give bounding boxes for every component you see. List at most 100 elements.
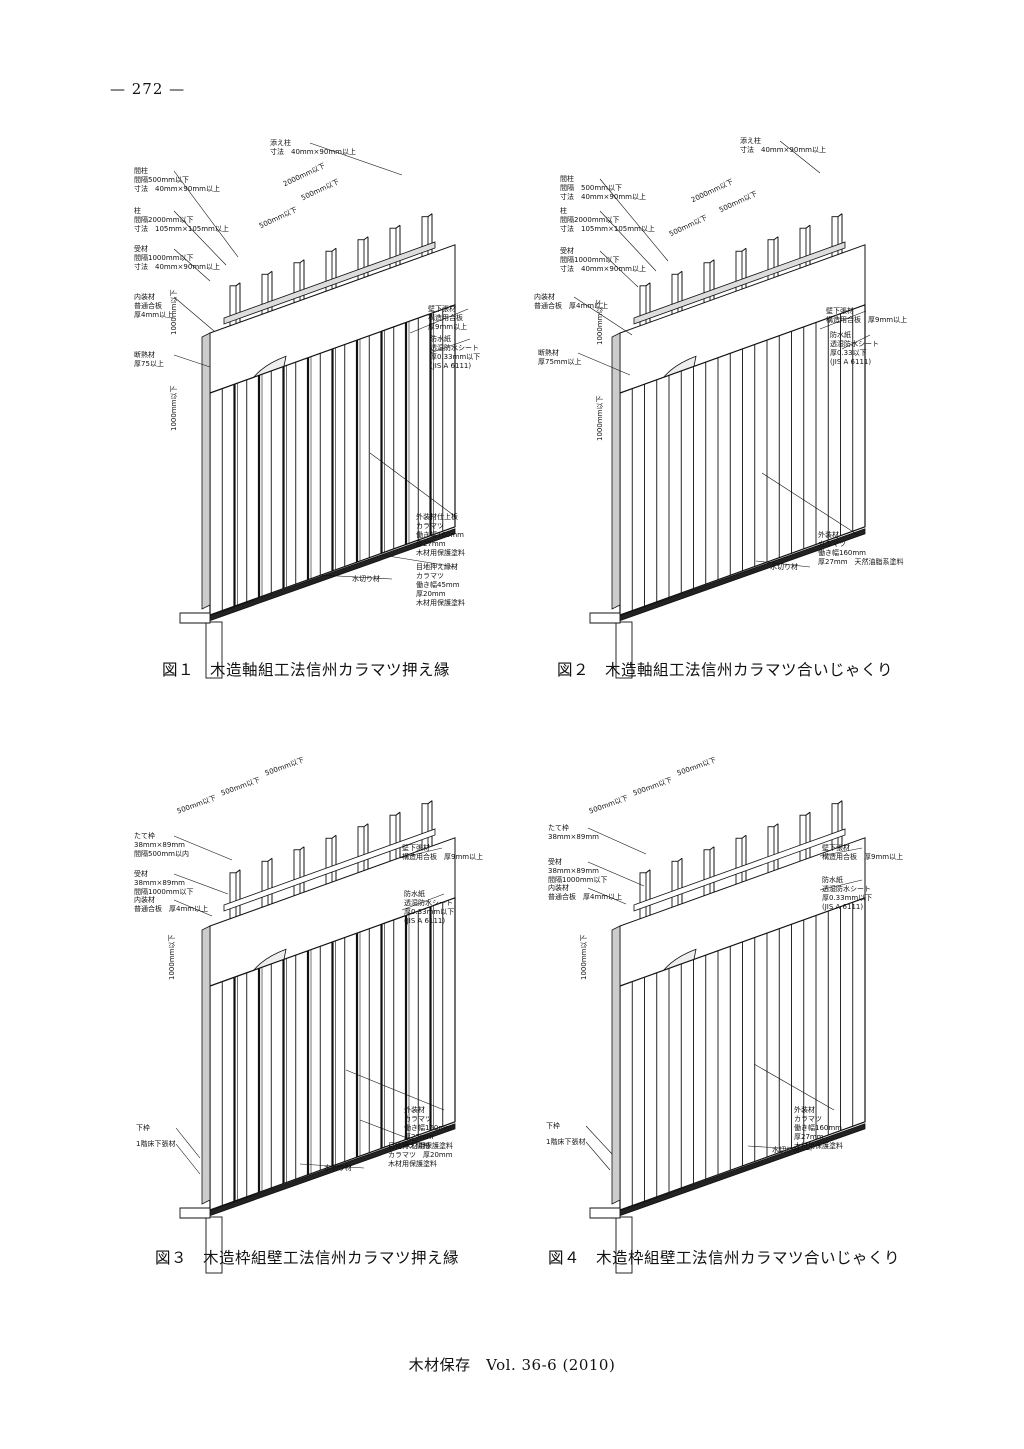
component-name: 内装材 bbox=[134, 896, 155, 904]
leader-line bbox=[587, 861, 645, 887]
stud-edge bbox=[363, 823, 369, 828]
foundation bbox=[205, 621, 223, 679]
stud-edge bbox=[773, 236, 779, 241]
component-spec: 働き幅160mm bbox=[416, 531, 464, 539]
component-spec: 寸法 40mm×90mm以上 bbox=[270, 148, 356, 156]
component-spec: 厚75mm以上 bbox=[538, 358, 582, 366]
stud-edge bbox=[741, 247, 747, 252]
component-spec: 38mm×89mm bbox=[548, 867, 599, 875]
component-spec: 厚27mm bbox=[404, 1133, 434, 1141]
component-spec: 間隔 500mm以下 bbox=[560, 184, 622, 192]
component-label: 内装材普通合板 厚4mm以上 bbox=[134, 896, 208, 914]
component-spec: 厚20mm bbox=[416, 590, 446, 598]
floor-sill bbox=[589, 1207, 621, 1219]
component-spec: 木材用保護塗料 bbox=[794, 1142, 843, 1150]
component-spec: 寸法 40mm×90mm以上 bbox=[740, 146, 826, 154]
leader-line bbox=[587, 827, 647, 855]
component-name: 1階床下張材 bbox=[136, 1140, 176, 1148]
component-spec: 寸法 105mm×105mm以上 bbox=[134, 225, 229, 233]
figure-1-wall-drawing: 添え柱寸法 40mm×90mm以上間柱間隔500mm以下寸法 40mm×90mm… bbox=[120, 135, 500, 679]
component-label: 1階床下張材 bbox=[136, 1140, 175, 1149]
figure-4-number: 図４ bbox=[548, 1249, 581, 1267]
leader-line bbox=[573, 296, 633, 336]
dimension-label: 1000mm以下 bbox=[596, 299, 604, 345]
component-spec: 構造用合板 厚9mm以上 bbox=[822, 853, 904, 861]
component-spec: 厚27mm bbox=[794, 1133, 824, 1141]
leader-line bbox=[175, 1143, 201, 1175]
figure-3-number: 図３ bbox=[155, 1249, 188, 1267]
stud-edge bbox=[395, 224, 401, 229]
stud-edge bbox=[741, 834, 747, 839]
component-spec: 間隔1000mm以下 bbox=[134, 888, 194, 896]
component-spec: 働き幅160mm bbox=[818, 549, 866, 557]
leader-line bbox=[747, 1145, 813, 1151]
figure-4-title: 木造枠組壁工法信州カラマツ合いじゃくり bbox=[596, 1249, 901, 1267]
wall-section-svg bbox=[173, 142, 471, 679]
dimension-label: 1000mm以下 bbox=[168, 934, 176, 980]
component-name: 壁下張材 bbox=[402, 844, 430, 852]
leader-line bbox=[429, 338, 471, 354]
component-name: 1階床下張材 bbox=[546, 1138, 586, 1146]
component-name: たて枠 bbox=[548, 824, 569, 832]
component-name: 防水紙 bbox=[830, 331, 851, 339]
component-name: 防水紙 bbox=[822, 876, 843, 884]
component-label: 受材間隔1000mm以下寸法 40mm×90mm以上 bbox=[134, 245, 220, 272]
figure-1-title: 木造軸組工法信州カラマツ押え縁 bbox=[210, 661, 451, 679]
component-spec: 厚27mm 天然油脂系塗料 bbox=[818, 558, 904, 566]
component-spec: 透湿防水シート bbox=[822, 885, 871, 893]
leader-line bbox=[345, 1069, 445, 1111]
component-name: 水切り材 bbox=[324, 1164, 352, 1172]
component-spec: 寸法 105mm×105mm以上 bbox=[560, 225, 655, 233]
component-name: 防水紙 bbox=[430, 335, 451, 343]
stud-edge bbox=[331, 247, 337, 252]
journal-footer: 木材保存 Vol. 36-6 (2010) bbox=[408, 1356, 616, 1374]
component-spec: 38mm×89mm bbox=[134, 841, 185, 849]
stud-edge bbox=[267, 270, 273, 275]
component-name: 目地押え縁材 bbox=[416, 563, 458, 571]
component-spec: 普通合板 bbox=[134, 302, 162, 310]
component-label: 柱間隔2000mm以下寸法 105mm×105mm以上 bbox=[134, 207, 229, 234]
component-spec: (JIS A 6111) bbox=[822, 903, 864, 911]
leader-line bbox=[381, 554, 457, 568]
foundation bbox=[615, 621, 633, 679]
component-name: 壁下張材 bbox=[826, 307, 854, 315]
floor-sill bbox=[179, 1207, 211, 1219]
component-label: 防水紙透湿防水シート厚0.33mm以下(JIS A 6111) bbox=[430, 335, 480, 371]
component-name: 内装材 bbox=[134, 293, 155, 301]
leader-line bbox=[309, 142, 403, 176]
component-name: 水切り材 bbox=[770, 563, 798, 571]
component-name: 外装材仕上板 bbox=[416, 513, 458, 521]
leader-line bbox=[173, 354, 211, 368]
component-name: 柱 bbox=[134, 207, 141, 215]
component-spec: 38mm×89mm bbox=[548, 833, 599, 841]
component-name: 断熱材 bbox=[538, 349, 559, 357]
component-spec: 寸法 40mm×90mm以上 bbox=[560, 265, 646, 273]
stud-edge bbox=[235, 869, 241, 874]
component-label: 断熱材厚75以上 bbox=[134, 351, 164, 369]
component-name: 添え柱 bbox=[270, 139, 291, 147]
stud-edge bbox=[395, 811, 401, 816]
leader-line bbox=[587, 887, 627, 905]
component-label: 間柱間隔500mm以下寸法 40mm×90mm以上 bbox=[134, 167, 220, 194]
component-spec: 普通合板 厚4mm以上 bbox=[534, 302, 609, 310]
stud-edge bbox=[805, 811, 811, 816]
component-spec: 木材用保護塗料 bbox=[416, 599, 465, 607]
component-spec: 厚0.33mm以下 bbox=[430, 353, 481, 361]
component-label: 防水紙透湿防水シート厚0.33mm以下(JIS A 6111) bbox=[822, 876, 872, 912]
component-spec: 間隔2000mm以下 bbox=[134, 216, 194, 224]
component-spec: 厚0.33mm以下 bbox=[822, 894, 873, 902]
component-spec: 普通合板 厚4mm以上 bbox=[548, 893, 623, 901]
component-spec: 木材用保護塗料 bbox=[404, 1142, 453, 1150]
figure-2-title: 木造軸組工法信州カラマツ合いじゃくり bbox=[605, 661, 894, 679]
wall-thickness-edge bbox=[611, 332, 621, 610]
component-name: 壁下張材 bbox=[822, 844, 850, 852]
component-spec: (JIS A 6111) bbox=[830, 358, 872, 366]
foundation bbox=[205, 1216, 223, 1274]
stud-edge bbox=[235, 282, 241, 287]
